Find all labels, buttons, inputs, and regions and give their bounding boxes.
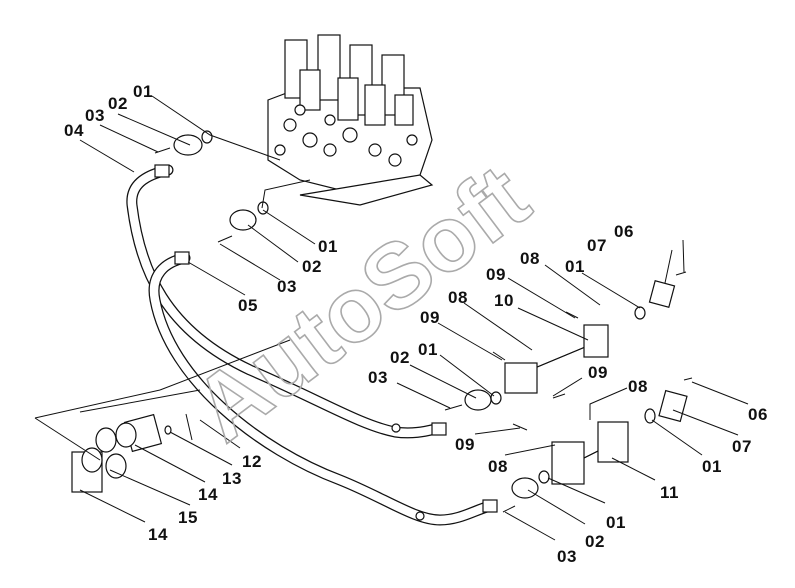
manifold-tube-10 <box>504 324 609 394</box>
clamp-assembly <box>71 413 193 493</box>
callout-01: 01 <box>133 82 153 101</box>
callout-08: 08 <box>520 249 540 268</box>
callout-15: 15 <box>178 508 198 527</box>
flange-middle <box>217 201 269 243</box>
callout-08: 08 <box>628 377 648 396</box>
callout-04: 04 <box>64 121 84 140</box>
hose-fitting <box>482 499 498 513</box>
callout-labels: 01 02 03 04 01 02 03 05 06 07 08 01 09 0… <box>64 82 768 566</box>
callout-09: 09 <box>420 308 440 327</box>
callout-03: 03 <box>85 106 105 125</box>
callout-08: 08 <box>488 457 508 476</box>
flange-upper <box>154 130 213 156</box>
callout-11: 11 <box>660 483 679 502</box>
callout-06: 06 <box>614 222 634 241</box>
callout-05: 05 <box>238 296 258 315</box>
hose-fitting <box>154 164 170 178</box>
callout-14: 14 <box>148 525 168 544</box>
flange-bottom <box>502 470 550 513</box>
hose-05 <box>148 252 496 526</box>
callout-03: 03 <box>368 368 388 387</box>
callout-01: 01 <box>565 257 585 276</box>
callout-01: 01 <box>606 513 626 532</box>
callout-02: 02 <box>108 94 128 113</box>
callout-10: 10 <box>494 291 514 310</box>
control-valve-assembly <box>267 34 434 206</box>
hose-band <box>415 511 425 521</box>
callout-03: 03 <box>557 547 577 566</box>
callout-09: 09 <box>486 265 506 284</box>
callout-01: 01 <box>418 340 438 359</box>
callout-12: 12 <box>242 452 262 471</box>
callout-01: 01 <box>318 237 338 256</box>
hose-band <box>391 423 401 433</box>
hose-fitting <box>174 251 190 265</box>
callout-02: 02 <box>390 348 410 367</box>
hose-fitting <box>431 422 447 436</box>
callout-01: 01 <box>702 457 722 476</box>
callout-07: 07 <box>587 236 607 255</box>
callout-03: 03 <box>277 277 297 296</box>
flange-lower-center <box>444 389 502 411</box>
callout-02: 02 <box>585 532 605 551</box>
leader-lines <box>34 95 749 541</box>
callout-07: 07 <box>732 437 752 456</box>
callout-09: 09 <box>455 435 475 454</box>
callout-06: 06 <box>748 405 768 424</box>
small-bolts <box>492 271 693 431</box>
bottom-plate-07 <box>644 389 688 424</box>
manifold-tube-11 <box>551 421 629 485</box>
callout-02: 02 <box>302 257 322 276</box>
callout-14: 14 <box>198 485 218 504</box>
top-plate-07 <box>634 280 676 320</box>
callout-13: 13 <box>222 469 242 488</box>
callout-09: 09 <box>588 363 608 382</box>
callout-08: 08 <box>448 288 468 307</box>
